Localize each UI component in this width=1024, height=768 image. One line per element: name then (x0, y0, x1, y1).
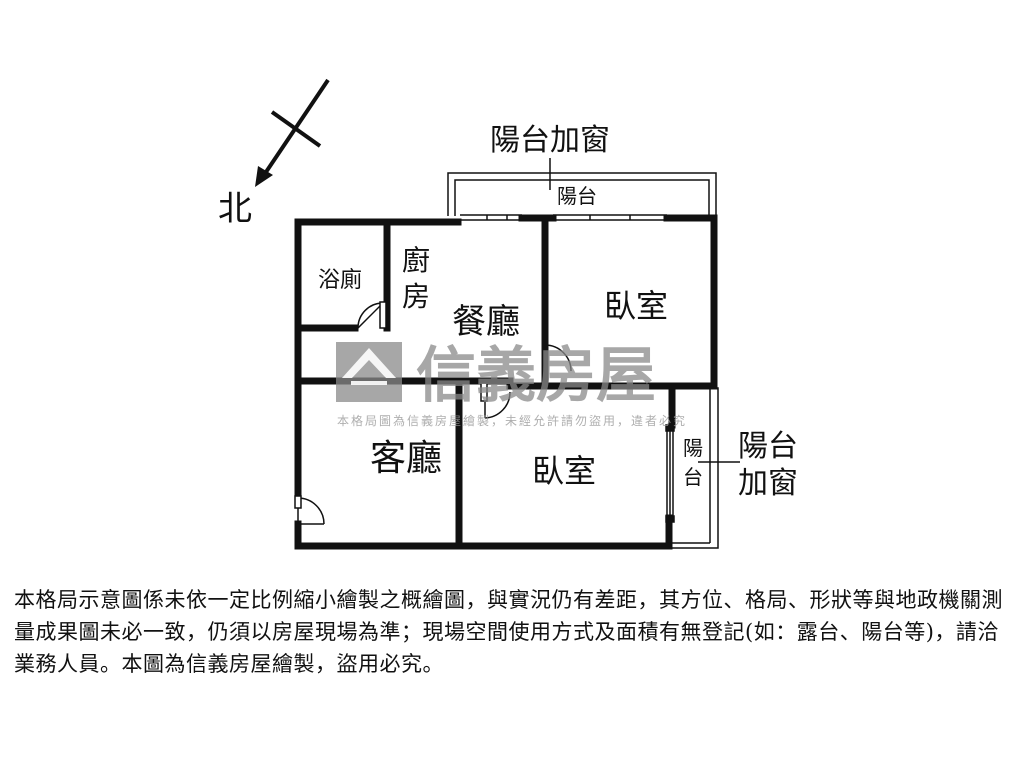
right-balcony-label-line1: 陽 (683, 436, 703, 460)
room-labels: 浴廁 廚 房 餐廳 臥室 客廳 臥室 (318, 244, 668, 490)
watermark-notice: 本格局圖為信義房屋繪製，未經允許請勿盜用，違者必究 (337, 413, 687, 428)
north-arrow-icon (260, 78, 330, 180)
door-swings (294, 301, 572, 525)
north-label: 北 (218, 189, 252, 229)
kitchen-label-line1: 廚 (402, 244, 430, 277)
watermark: 信義房屋 本格局圖為信義房屋繪製，未經允許請勿盜用，違者必究 (336, 341, 687, 428)
floor-plan: 北 (218, 78, 798, 550)
balcony-labels: 陽台加窗 陽台 陽 台 陽台 加窗 (490, 123, 798, 501)
walls (294, 214, 718, 550)
arrowhead-icon (255, 166, 273, 187)
dining-door-icon (544, 344, 572, 381)
bedroom-north-label: 臥室 (604, 287, 668, 325)
bedroom-south-label: 臥室 (532, 452, 596, 490)
watermark-brand: 信義房屋 (416, 341, 656, 411)
entrance-door-icon (294, 495, 325, 525)
bathroom-door-icon (357, 301, 387, 329)
dining-label: 餐廳 (452, 302, 520, 342)
right-balcony-callout-line1: 陽台 (738, 429, 798, 464)
compass: 北 (218, 78, 330, 229)
kitchen-label-line2: 房 (402, 280, 430, 313)
living-label: 客廳 (370, 438, 442, 479)
brand-logo-icon (336, 342, 402, 402)
bathroom-label: 浴廁 (318, 268, 362, 293)
disclaimer-text: 本格局示意圖係未依一定比例縮小繪製之概繪圖，與實況仍有差距，其方位、格局、形狀等… (14, 588, 1003, 676)
bedroom-door-icon (480, 382, 511, 419)
right-balcony-label-line2: 台 (683, 465, 703, 489)
right-balcony-callout-line2: 加窗 (738, 466, 798, 501)
top-balcony-label: 陽台 (557, 184, 597, 208)
top-balcony-callout: 陽台加窗 (490, 123, 610, 158)
